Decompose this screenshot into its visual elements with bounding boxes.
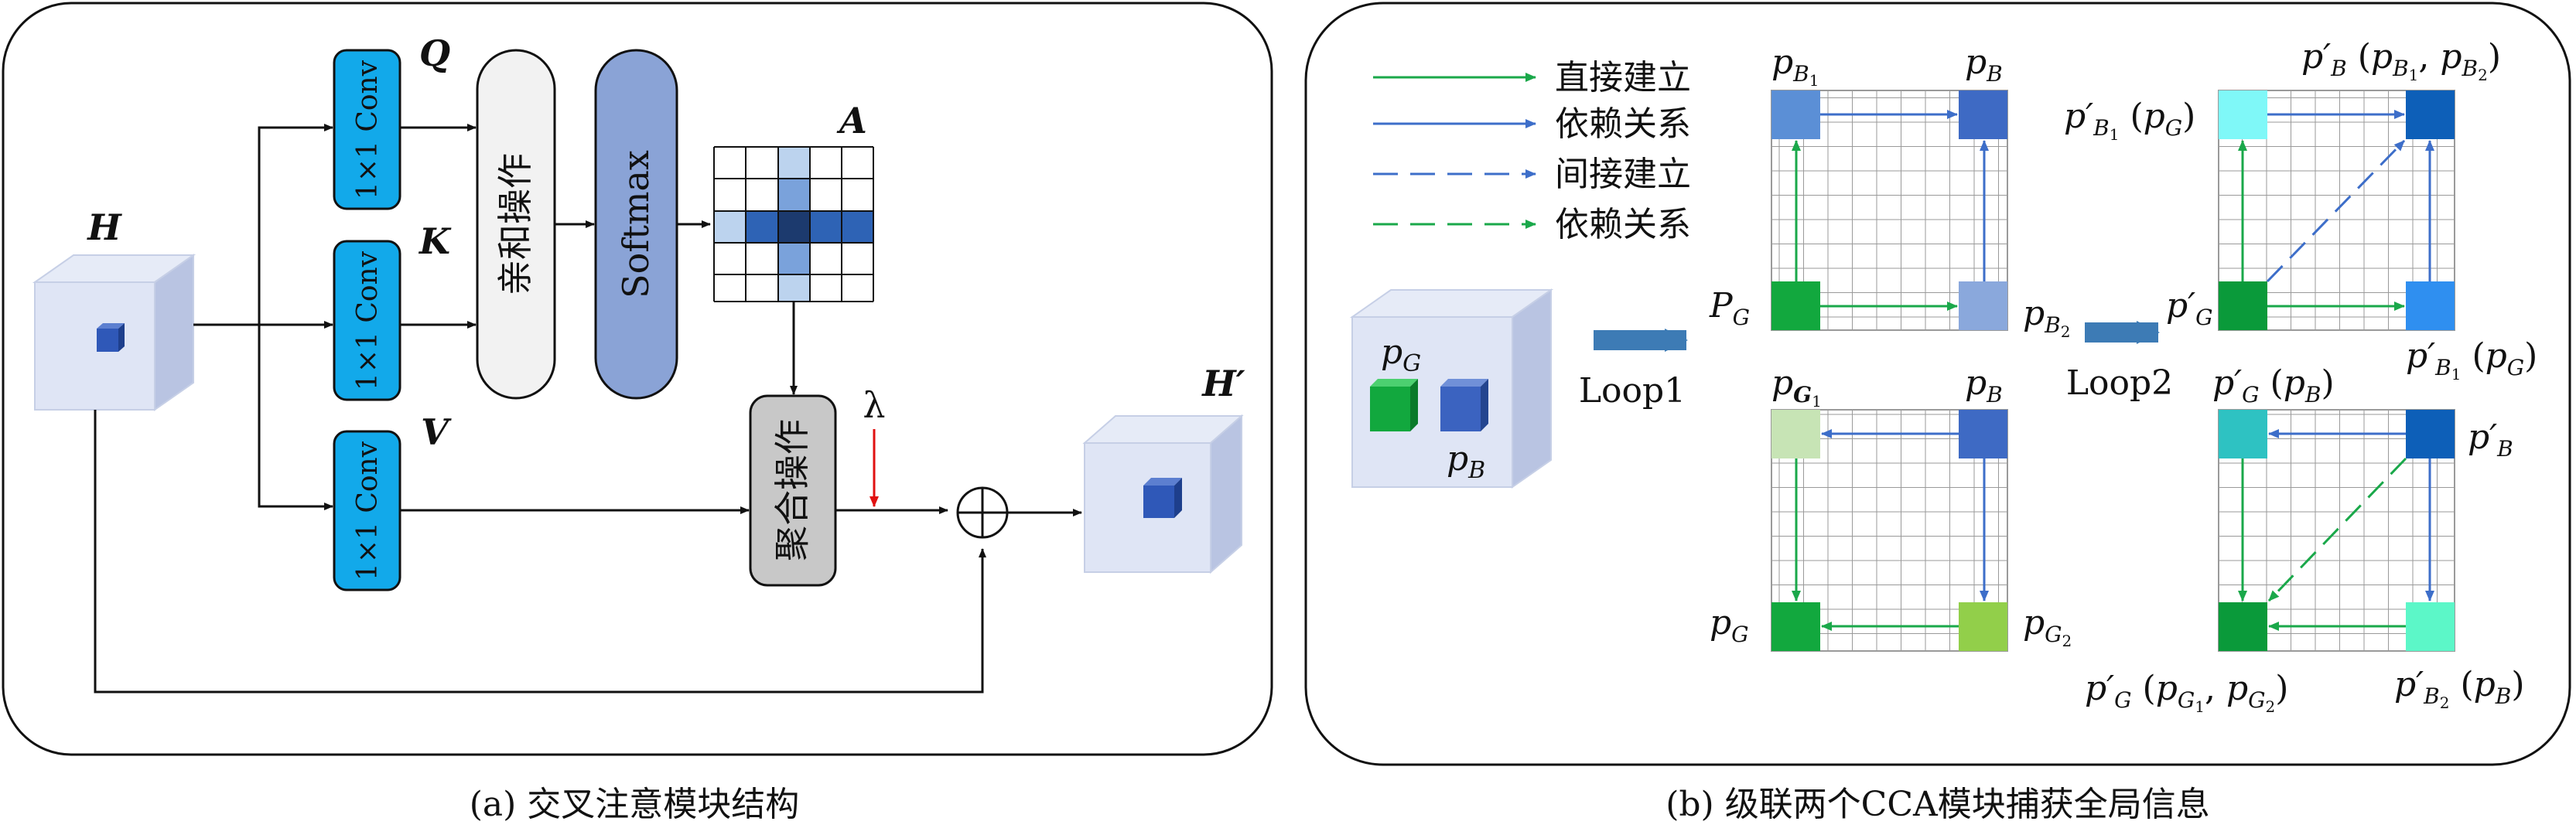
grid4-br-label: p′B2 (pB): [2394, 665, 2525, 712]
residual-line: [94, 410, 986, 694]
grid-4: [2218, 409, 2455, 652]
attention-matrix: [713, 146, 874, 302]
grid2-bl-label: pG: [1710, 603, 1749, 647]
grid4-tl-label: p′G (pB): [2212, 363, 2335, 407]
cube-pb-label: pB: [1447, 439, 1485, 484]
legend: 直接建立 依赖关系 间接建立 依赖关系: [1373, 58, 1691, 244]
svg-text:1×1 Conv: 1×1 Conv: [352, 441, 384, 581]
feature-cube: [1349, 288, 1554, 489]
panel-b: 直接建立 依赖关系 间接建立 依赖关系 pG pB Loop1 Loop2: [1304, 2, 2571, 766]
caption-b: (b) 级联两个CCA模块捕获全局信息: [1666, 785, 2210, 824]
sum-node: [956, 486, 1009, 539]
lambda-label: λ: [863, 384, 885, 426]
grid2-br-label: pG2: [2023, 603, 2072, 650]
attention-label: A: [836, 100, 867, 141]
v-label: V: [421, 411, 452, 453]
legend-text-2: 依赖关系: [1555, 104, 1691, 144]
grid-2: [1771, 409, 2008, 652]
legend-text-4: 依赖关系: [1555, 205, 1691, 244]
grid-3: [2218, 90, 2455, 331]
input-label: H: [86, 206, 122, 248]
h-to-q-line: [258, 124, 333, 325]
svg-text:亲和操作: 亲和操作: [494, 153, 536, 295]
legend-text-1: 直接建立: [1555, 58, 1691, 97]
grid3-tl-label: p′B1 (pG): [2064, 97, 2195, 144]
q-label: Q: [419, 32, 450, 74]
loop1-label: Loop1: [1579, 371, 1686, 411]
output-cube: [1082, 414, 1244, 574]
conv-q-block: 1×1 Conv: [333, 49, 401, 210]
grid3-bl-label: p′G: [2166, 286, 2213, 330]
svg-text:1×1 Conv: 1×1 Conv: [352, 60, 384, 199]
caption-a: (a) 交叉注意模块结构: [470, 785, 800, 824]
grid1-bl-label: PG: [1709, 286, 1750, 330]
grid4-tr-label: p′B: [2468, 418, 2513, 462]
grid2-tl-label: pG1: [1771, 363, 1822, 411]
grid1-tr-label: pB: [1965, 43, 2003, 87]
grid1-tl-label: pB1: [1771, 43, 1819, 90]
output-label: H′: [1201, 363, 1245, 404]
k-label: K: [418, 220, 452, 262]
svg-text:聚合操作: 聚合操作: [771, 419, 813, 561]
panel-a: H 1×1 Conv 1×1 Conv 1×1 Conv Q K V 亲和操作: [2, 2, 1273, 756]
grid3-br-label: p′B1 (pG): [2406, 336, 2537, 383]
aggregation-block: 聚合操作: [749, 394, 837, 587]
conv-v-block: 1×1 Conv: [333, 430, 401, 591]
grid1-br-label: pB2: [2023, 294, 2070, 341]
legend-text-3: 间接建立: [1555, 155, 1691, 194]
grid-1: [1771, 90, 2008, 331]
svg-text:1×1 Conv: 1×1 Conv: [352, 250, 384, 390]
loop2-label: Loop2: [2066, 363, 2173, 403]
h-to-v-line: [258, 325, 333, 510]
conv-k-block: 1×1 Conv: [333, 240, 401, 401]
grid2-tr-label: pB: [1965, 363, 2003, 407]
softmax-block: Softmax: [594, 49, 678, 400]
panel-b-frame: [1304, 2, 2571, 766]
grid4-bl-label: p′G (pG1, pG2): [2085, 669, 2288, 716]
panel-a-frame: [2, 2, 1273, 756]
svg-text:Softmax: Softmax: [615, 150, 657, 298]
input-cube: [32, 254, 196, 411]
grid3-tr-label: p′B (pB1, pB2): [2301, 37, 2501, 84]
affinity-block: 亲和操作: [476, 49, 556, 400]
cube-pg-label: pG: [1381, 332, 1421, 377]
